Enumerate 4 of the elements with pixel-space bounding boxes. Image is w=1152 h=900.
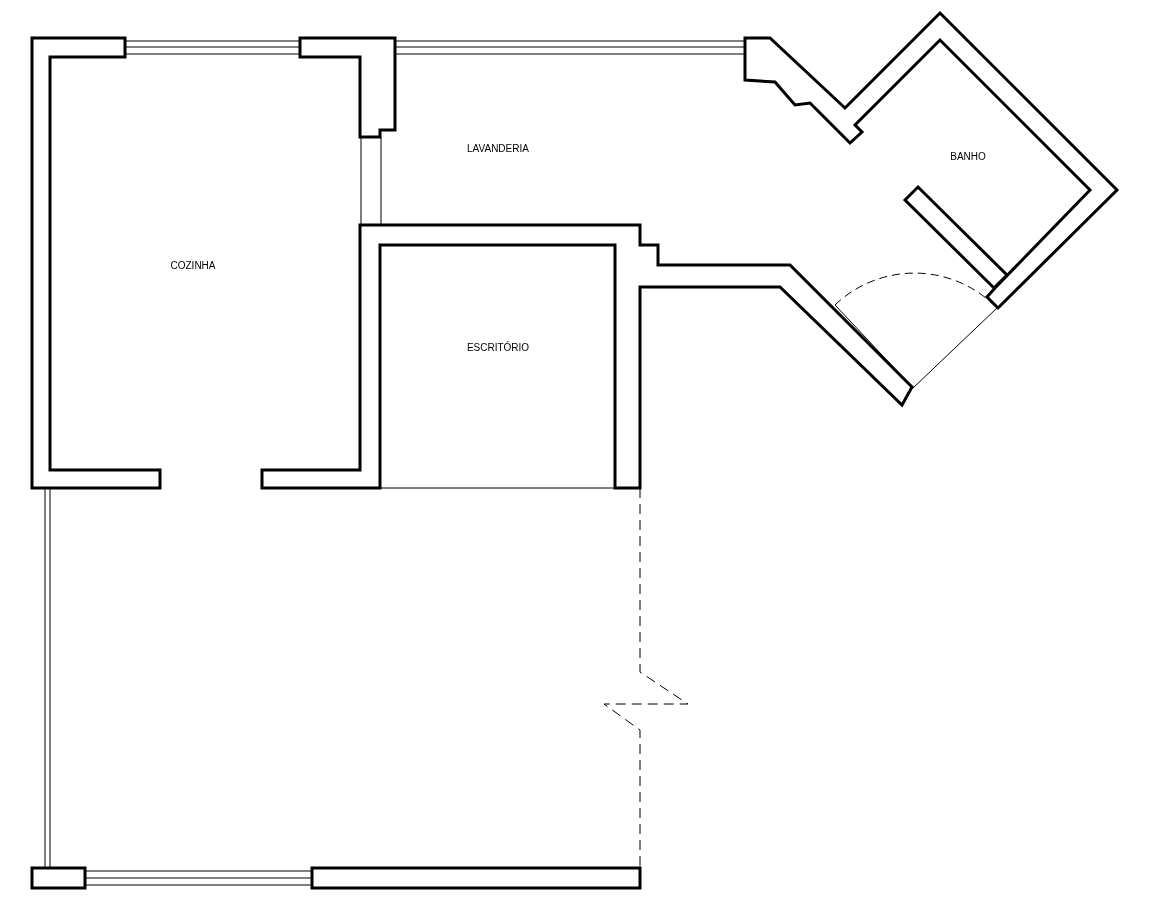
room-label: LAVANDERIA — [467, 142, 529, 154]
room-label: ESCRITÓRIO — [466, 341, 530, 353]
room-label: BANHO — [950, 150, 986, 162]
room-label: COZINHA — [170, 259, 216, 271]
